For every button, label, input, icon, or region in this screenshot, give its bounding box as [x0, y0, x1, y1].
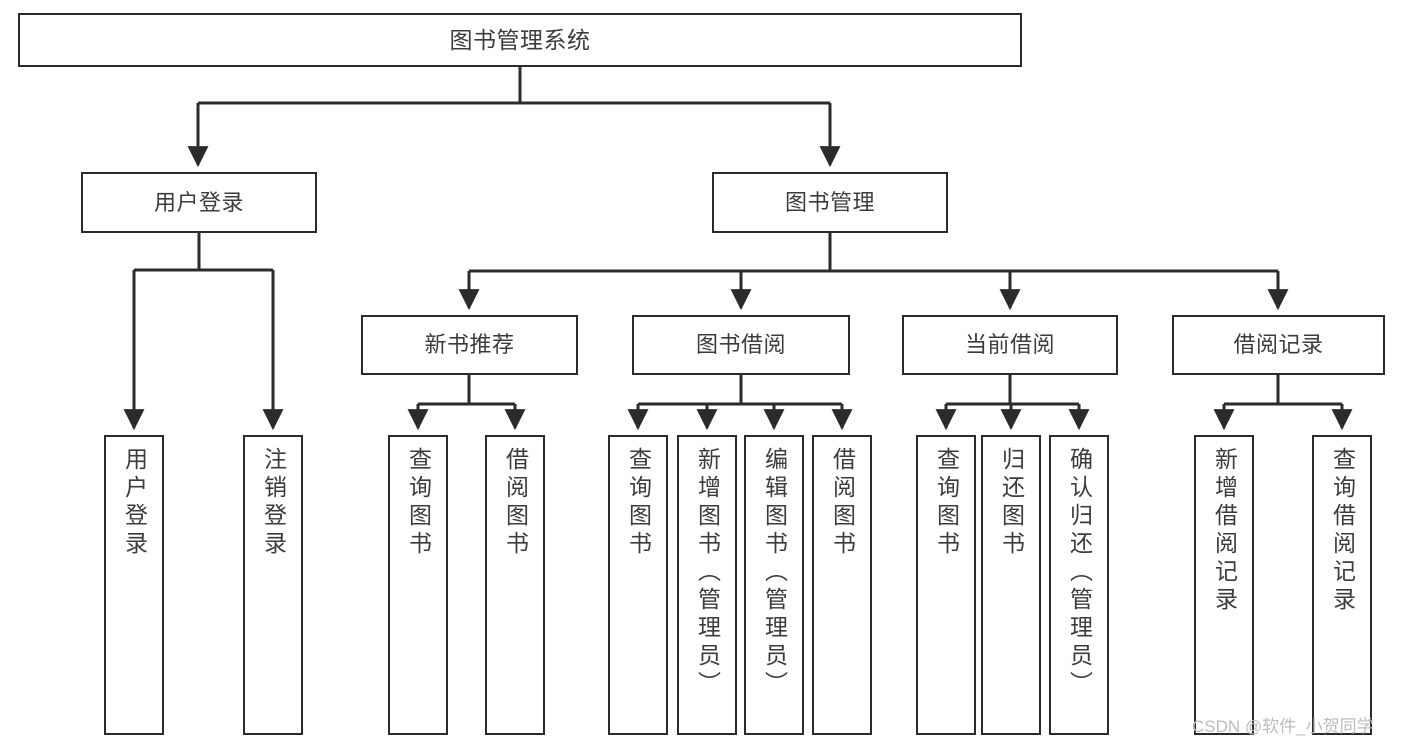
node-label: 用户登录 — [153, 189, 244, 215]
node-label: 查询图书 — [625, 447, 652, 559]
leaf-newbook-borrow-book[interactable]: 借阅图书 — [485, 435, 545, 735]
node-borrow-record[interactable]: 借阅记录 — [1172, 315, 1385, 375]
node-label: 图书借阅 — [695, 332, 786, 357]
node-label: 查询图书 — [405, 447, 432, 559]
leaf-bookborrow-borrow-book[interactable]: 借阅图书 — [812, 435, 872, 735]
node-label: 借阅记录 — [1233, 332, 1324, 357]
node-current-borrow[interactable]: 当前借阅 — [902, 315, 1118, 375]
node-label: 借阅图书 — [502, 447, 529, 559]
node-label: 借阅图书 — [829, 447, 856, 559]
leaf-bookborrow-query-book[interactable]: 查询图书 — [608, 435, 668, 735]
node-label: 新增图书（管理员） — [694, 447, 721, 699]
leaf-borrowrecord-add-record[interactable]: 新增借阅记录 — [1194, 435, 1254, 735]
node-label: 注销登录 — [260, 447, 287, 559]
node-label: 查询借阅记录 — [1329, 447, 1356, 615]
node-user-login[interactable]: 用户登录 — [81, 172, 317, 233]
node-label: 归还图书 — [998, 447, 1025, 559]
node-label: 查询图书 — [933, 447, 960, 559]
node-label: 图书管理 — [784, 189, 875, 215]
leaf-currentborrow-query-book[interactable]: 查询图书 — [916, 435, 976, 735]
node-label: 用户登录 — [121, 447, 148, 559]
leaf-currentborrow-confirm-return-admin[interactable]: 确认归还（管理员） — [1049, 435, 1109, 735]
node-new-book-recommendation[interactable]: 新书推荐 — [361, 315, 578, 375]
leaf-bookborrow-edit-book-admin[interactable]: 编辑图书（管理员） — [744, 435, 804, 735]
node-book-borrow[interactable]: 图书借阅 — [632, 315, 850, 375]
node-label: 确认归还（管理员） — [1066, 447, 1093, 699]
node-label: 新增借阅记录 — [1211, 447, 1238, 615]
node-label: 当前借阅 — [964, 332, 1055, 357]
leaf-logout-login[interactable]: 注销登录 — [243, 435, 303, 735]
node-root-book-management-system[interactable]: 图书管理系统 — [18, 13, 1022, 67]
node-label: 图书管理系统 — [449, 26, 591, 53]
node-label: 新书推荐 — [424, 332, 515, 357]
leaf-user-login[interactable]: 用户登录 — [104, 435, 164, 735]
leaf-newbook-query-book[interactable]: 查询图书 — [388, 435, 448, 735]
leaf-currentborrow-return-book[interactable]: 归还图书 — [981, 435, 1041, 735]
leaf-bookborrow-add-book-admin[interactable]: 新增图书（管理员） — [677, 435, 737, 735]
node-book-management[interactable]: 图书管理 — [712, 172, 948, 233]
leaf-borrowrecord-query-record[interactable]: 查询借阅记录 — [1312, 435, 1372, 735]
node-label: 编辑图书（管理员） — [761, 447, 788, 699]
